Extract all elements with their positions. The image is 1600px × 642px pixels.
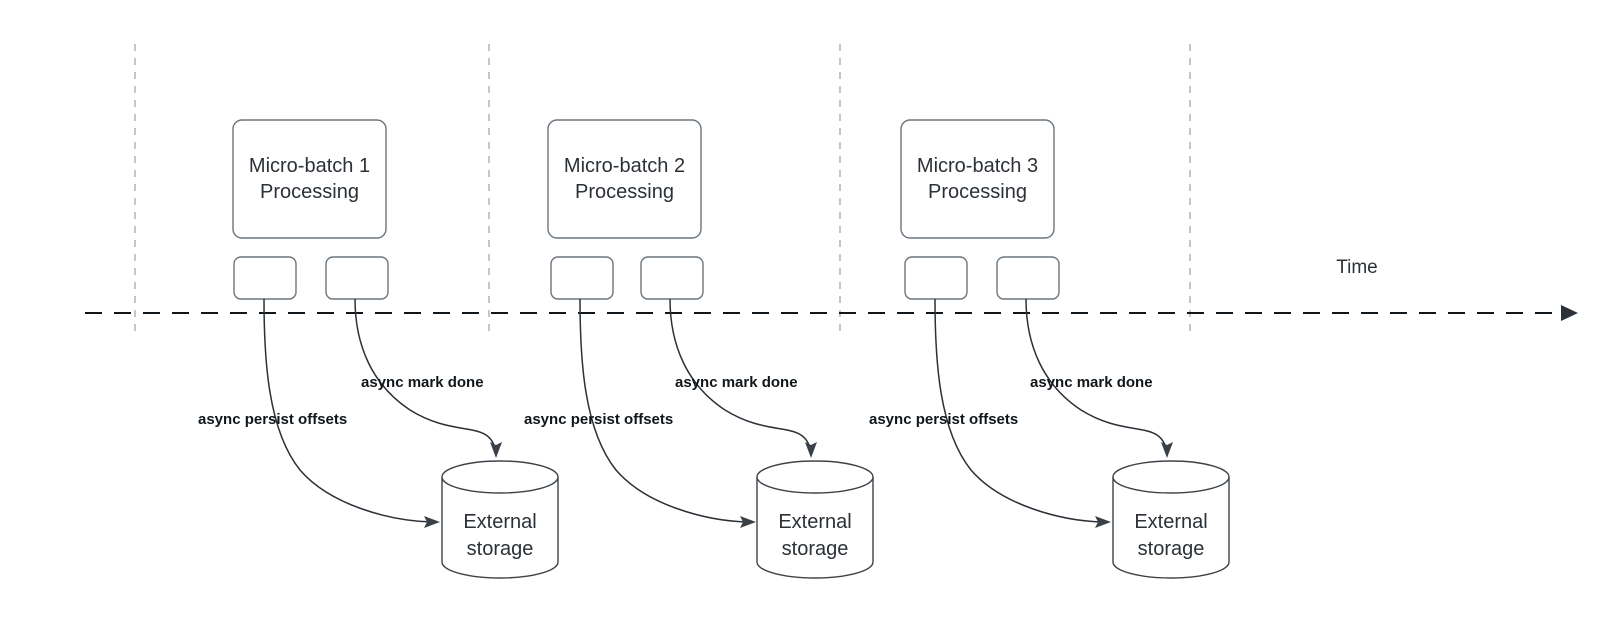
async-persist-offsets-edge — [263, 298, 433, 523]
micro-batch-label-line1: Micro-batch 3 — [917, 155, 1038, 177]
async-mark-done-edge-arrow-icon — [490, 442, 502, 458]
edge-labels: async persist offsets async mark done asyn… — [198, 374, 1153, 428]
batch-boundary-lines — [134, 44, 1191, 338]
external-storage-cylinder-top — [756, 460, 874, 494]
micro-batch-label-line1: Micro-batch 1 — [249, 155, 370, 177]
external-storage-cylinder-top — [441, 460, 559, 494]
external-storage-label-line1: External — [778, 511, 851, 533]
persist-offsets-task[interactable] — [904, 256, 968, 300]
micro-batch-label-line2: Processing — [260, 181, 359, 203]
external-storage-label-line2: storage — [467, 538, 534, 560]
async-persist-offsets-edge-label: async persist offsets — [198, 411, 347, 428]
micro-batch-label-line2: Processing — [928, 181, 1027, 203]
external-storage-cylinder-body[interactable] — [441, 477, 559, 579]
async-persist-offsets-edge-arrow-icon — [740, 516, 756, 528]
mark-done-task[interactable] — [640, 256, 704, 300]
time-axis-arrow-icon — [1561, 305, 1578, 321]
mark-done-task[interactable] — [996, 256, 1060, 300]
async-mark-done-edge-arrow-icon — [1161, 442, 1173, 458]
async-mark-done-edge-arrow-icon — [805, 442, 817, 458]
async-persist-offsets-edge — [934, 298, 1104, 523]
async-mark-done-edge-label: async mark done — [361, 374, 484, 391]
external-storage-label-line2: storage — [1138, 538, 1205, 560]
async-mark-done-edge — [669, 298, 811, 449]
async-mark-done-edge — [1025, 298, 1167, 449]
persist-offsets-task[interactable] — [233, 256, 297, 300]
micro-batch-box[interactable] — [232, 119, 387, 239]
mark-done-task[interactable] — [325, 256, 389, 300]
micro-batch-label-line2: Processing — [575, 181, 674, 203]
time-axis-label: Time — [1336, 257, 1378, 278]
async-persist-offsets-edge — [579, 298, 749, 523]
async-persist-offsets-edge-arrow-icon — [1095, 516, 1111, 528]
async-mark-done-edge-label: async mark done — [675, 374, 798, 391]
external-storage-cylinder-body[interactable] — [756, 477, 874, 579]
external-storage-cylinder-body[interactable] — [1112, 477, 1230, 579]
time-axis: Time — [85, 257, 1578, 321]
external-storage-label-line1: External — [1134, 511, 1207, 533]
micro-batch-box[interactable] — [547, 119, 702, 239]
external-storage-label-line2: storage — [782, 538, 849, 560]
async-mark-done-edge — [354, 298, 496, 449]
micro-batch-box[interactable] — [900, 119, 1055, 239]
micro-batch-groups: Micro-batch 1ProcessingExternalstorageMi… — [232, 119, 1230, 579]
async-persist-offsets-edge-label: async persist offsets — [524, 411, 673, 428]
external-storage-cylinder-top — [1112, 460, 1230, 494]
micro-batch-label-line1: Micro-batch 2 — [564, 155, 685, 177]
async-mark-done-edge-label: async mark done — [1030, 374, 1153, 391]
external-storage-label-line1: External — [463, 511, 536, 533]
async-persist-offsets-edge-label: async persist offsets — [869, 411, 1018, 428]
async-persist-offsets-edge-arrow-icon — [424, 516, 440, 528]
persist-offsets-task[interactable] — [550, 256, 614, 300]
